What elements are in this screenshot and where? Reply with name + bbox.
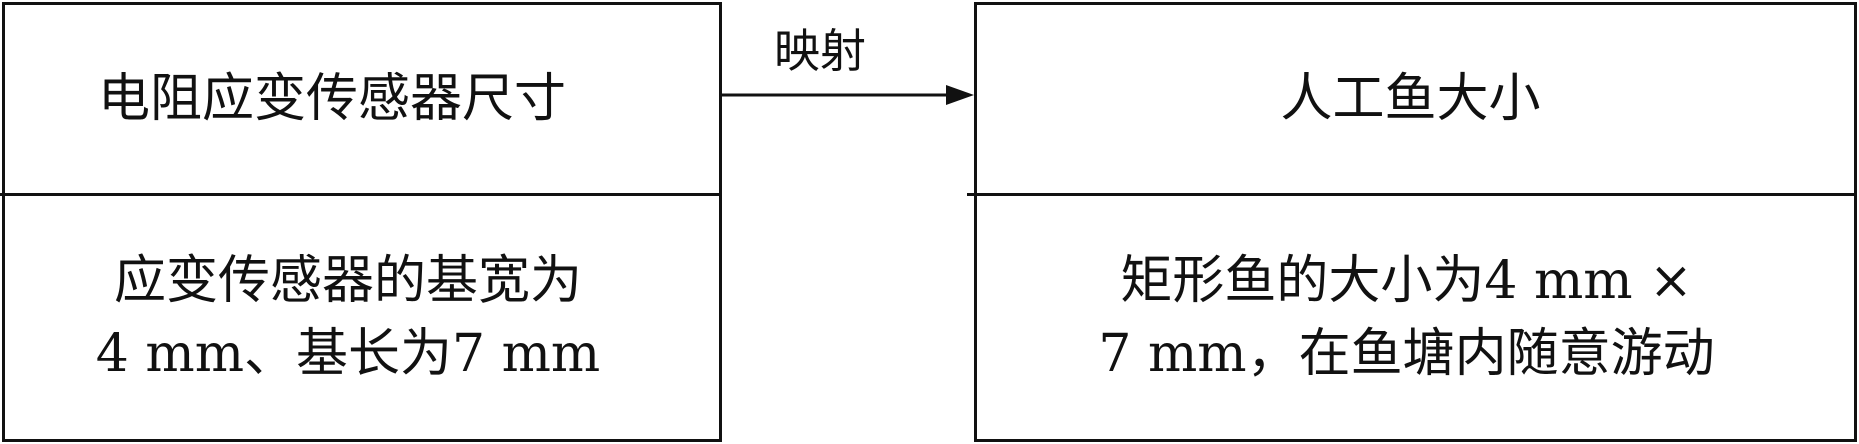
fish-size-line-2: 7 mm，在鱼塘内随意游动 <box>1098 323 1715 384</box>
mapping-arrow <box>722 85 974 105</box>
sensor-size-line-1: 应变传感器的基宽为 <box>113 250 582 311</box>
mapping-label: 映射 <box>774 24 866 78</box>
fish-size-description: 矩形鱼的大小为4 mm × 7 mm，在鱼塘内随意游动 <box>959 196 1854 439</box>
fish-size-box: 人工鱼大小 矩形鱼的大小为4 mm × 7 mm，在鱼塘内随意游动 <box>967 2 1857 442</box>
sensor-size-line-2: 4 mm、基长为7 mm <box>95 323 601 384</box>
sensor-size-box: 电阻应变传感器尺寸 应变传感器的基宽为 4 mm、基长为7 mm <box>0 2 722 442</box>
mapping-arrowhead-icon <box>946 85 974 105</box>
fish-size-title: 人工鱼大小 <box>967 5 1854 196</box>
fish-size-line-1: 矩形鱼的大小为4 mm × <box>1120 250 1693 311</box>
sensor-size-description: 应变传感器的基宽为 4 mm、基长为7 mm <box>0 196 719 439</box>
sensor-size-title: 电阻应变传感器尺寸 <box>0 5 719 196</box>
